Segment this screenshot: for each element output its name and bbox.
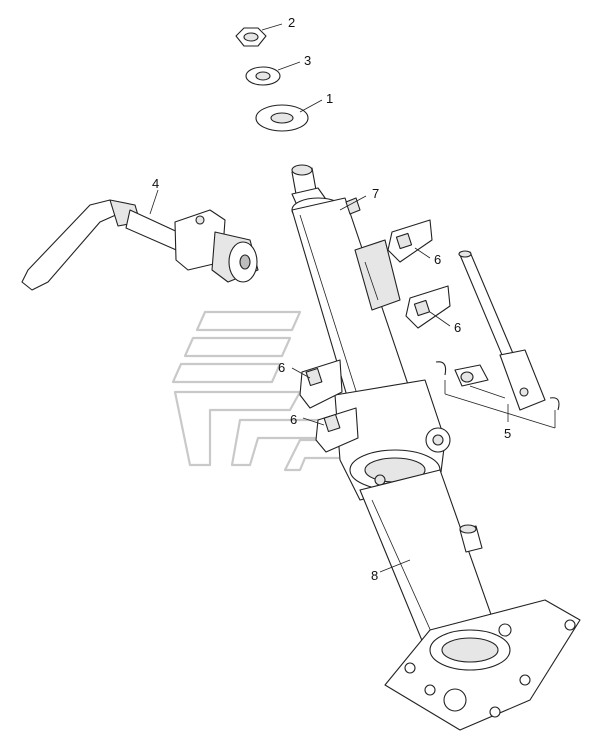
steering-column (291, 164, 581, 731)
key-pin (345, 197, 361, 215)
callout-2: 2 (288, 15, 295, 30)
callout-7: 7 (372, 186, 379, 201)
clamp-lever (21, 199, 259, 291)
hinge-bracket-b (405, 285, 451, 329)
hinge-bracket-d (315, 407, 359, 453)
lock-washer (245, 66, 281, 86)
large-washer (255, 104, 309, 132)
callout-4: 4 (152, 176, 159, 191)
callout-6-b: 6 (454, 320, 461, 335)
callout-5: 5 (504, 426, 511, 441)
strut-assembly (435, 250, 560, 411)
callout-labels: 2 3 1 4 7 6 6 6 6 5 8 (152, 15, 511, 583)
hinge-bracket-c (299, 359, 343, 409)
callout-8: 8 (371, 568, 378, 583)
callout-3: 3 (304, 53, 311, 68)
callout-1: 1 (326, 91, 333, 106)
callout-6-c: 6 (278, 360, 285, 375)
hex-nut (235, 27, 267, 47)
callout-6-d: 6 (290, 412, 297, 427)
callout-6-a: 6 (434, 252, 441, 267)
hinge-bracket-a (387, 219, 433, 263)
leader-lines (149, 23, 556, 573)
